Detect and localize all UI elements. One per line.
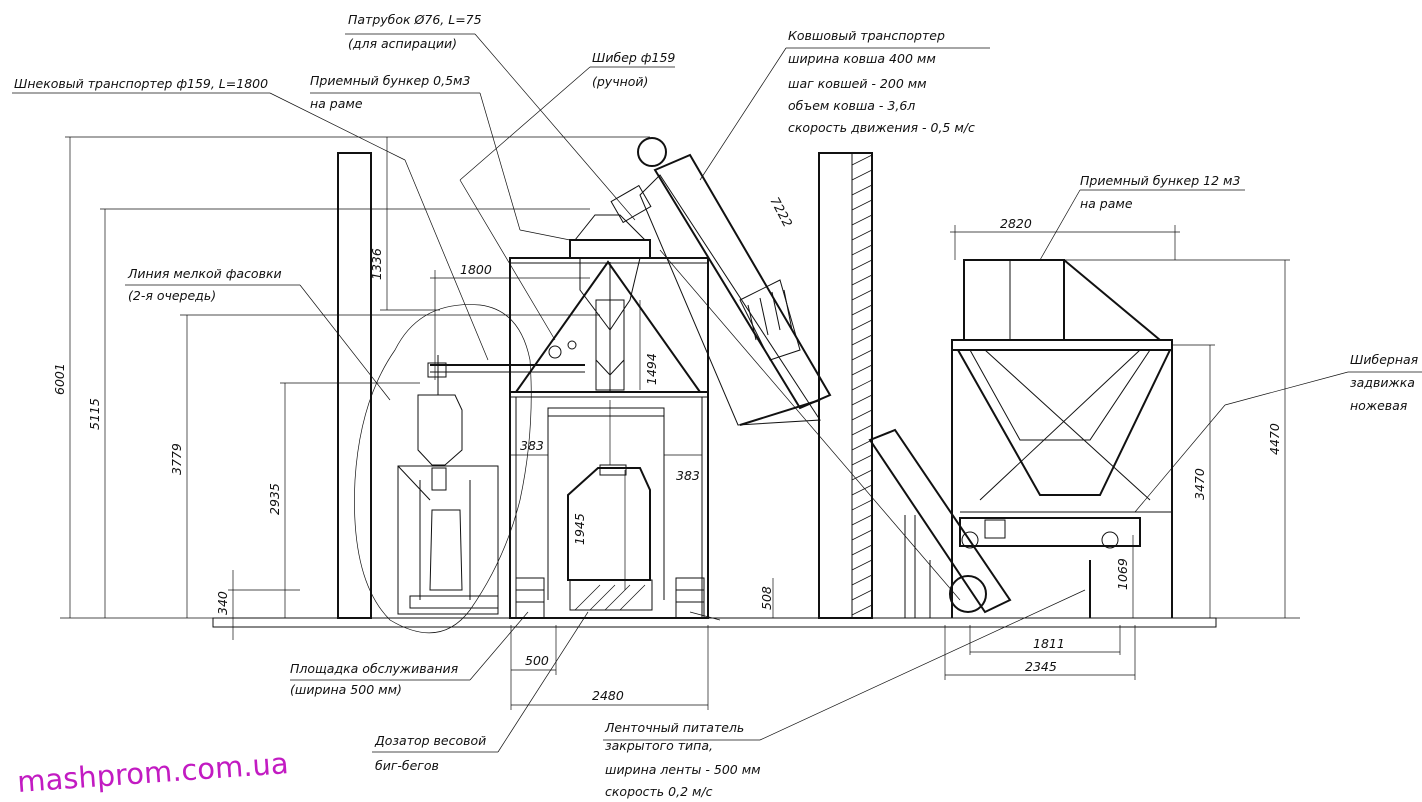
dim-1336: 1336 (369, 248, 384, 280)
leader-lines (12, 33, 1422, 753)
column-right (818, 152, 873, 619)
dim-4470: 4470 (1267, 423, 1282, 455)
label-screw-conveyor: Шнековый транспортер ф159, L=1800 (14, 76, 268, 91)
label-knife-gate-2: задвижка (1350, 375, 1415, 390)
dim-340: 340 (215, 591, 230, 615)
dim-383-right: 383 (676, 468, 700, 483)
label-bucket-volume: объем ковша - 3,6л (788, 98, 915, 113)
label-packing-line-sub: (2-я очередь) (128, 288, 216, 303)
label-gate-valve-sub: (ручной) (592, 74, 648, 89)
dim-3470: 3470 (1192, 468, 1207, 500)
label-nozzle-sub: (для аспирации) (348, 36, 457, 51)
dimension-lines-right (944, 225, 1300, 680)
dim-383-left: 383 (520, 438, 544, 453)
label-hopper-small-sub: на раме (310, 96, 363, 111)
packing-line-outline (354, 304, 532, 634)
dim-5115: 5115 (87, 398, 102, 430)
dimension-values: 6001 5115 3779 2935 340 1336 1800 1494 3… (52, 194, 1282, 703)
column-left (337, 152, 372, 619)
dim-6001: 6001 (52, 363, 67, 395)
label-gate-valve: Шибер ф159 (592, 50, 675, 65)
dim-1945: 1945 (572, 513, 587, 545)
label-belt-feeder: Ленточный питатель (604, 720, 744, 735)
label-bucket-pitch: шаг ковшей - 200 мм (788, 76, 927, 91)
dim-1494: 1494 (644, 353, 659, 385)
label-hopper-big-sub: на раме (1080, 196, 1133, 211)
label-hopper-small: Приемный бункер 0,5м3 (310, 73, 470, 88)
annotations: Патрубок Ø76, L=75 (для аспирации) Ковшо… (14, 12, 1419, 799)
label-doser: Дозатор весовой (374, 733, 486, 748)
central-frame (509, 257, 709, 619)
dim-7222: 7222 (767, 194, 795, 229)
dimension-lines-center (510, 249, 961, 710)
label-doser-sub: биг-бегов (375, 758, 439, 773)
dim-1811: 1811 (1033, 636, 1065, 651)
watermark-text: mashprom.com.ua (16, 746, 289, 799)
bigbag-doser (567, 400, 653, 611)
bucket-elevator (610, 137, 832, 426)
label-belt-feeder-3: ширина ленты - 500 мм (605, 762, 761, 777)
dim-2345: 2345 (1025, 659, 1057, 674)
big-hopper (951, 259, 1173, 618)
label-bucket-width: ширина ковша 400 мм (788, 51, 936, 66)
dimension-lines-left (60, 136, 650, 640)
dim-2935: 2935 (267, 483, 282, 515)
belt-feeder (868, 428, 1012, 618)
packing-line (397, 355, 585, 615)
ground-slab (212, 617, 1217, 628)
label-nozzle: Патрубок Ø76, L=75 (348, 12, 482, 27)
label-knife-gate-3: ножевая (1350, 398, 1408, 413)
label-platform: Площадка обслуживания (290, 661, 459, 676)
label-bucket-speed: скорость движения - 0,5 м/с (788, 120, 975, 135)
dim-2480: 2480 (592, 688, 624, 703)
service-platforms (515, 577, 705, 619)
dim-3779: 3779 (169, 443, 184, 475)
label-platform-sub: (ширина 500 мм) (290, 682, 402, 697)
label-packing-line: Линия мелкой фасовки (127, 266, 282, 281)
label-belt-feeder-2: закрытого типа, (605, 738, 713, 753)
dim-500: 500 (525, 653, 549, 668)
label-bucket-conveyor: Ковшовый транспортер (788, 28, 945, 43)
label-knife-gate-1: Шиберная (1350, 352, 1419, 367)
label-belt-feeder-4: скорость 0,2 м/с (605, 784, 713, 799)
dim-508: 508 (759, 586, 774, 610)
small-hopper (548, 214, 651, 391)
dim-1069: 1069 (1115, 558, 1130, 590)
dim-1800: 1800 (460, 262, 492, 277)
label-hopper-big: Приемный бункер 12 м3 (1080, 173, 1240, 188)
dim-2820: 2820 (1000, 216, 1032, 231)
